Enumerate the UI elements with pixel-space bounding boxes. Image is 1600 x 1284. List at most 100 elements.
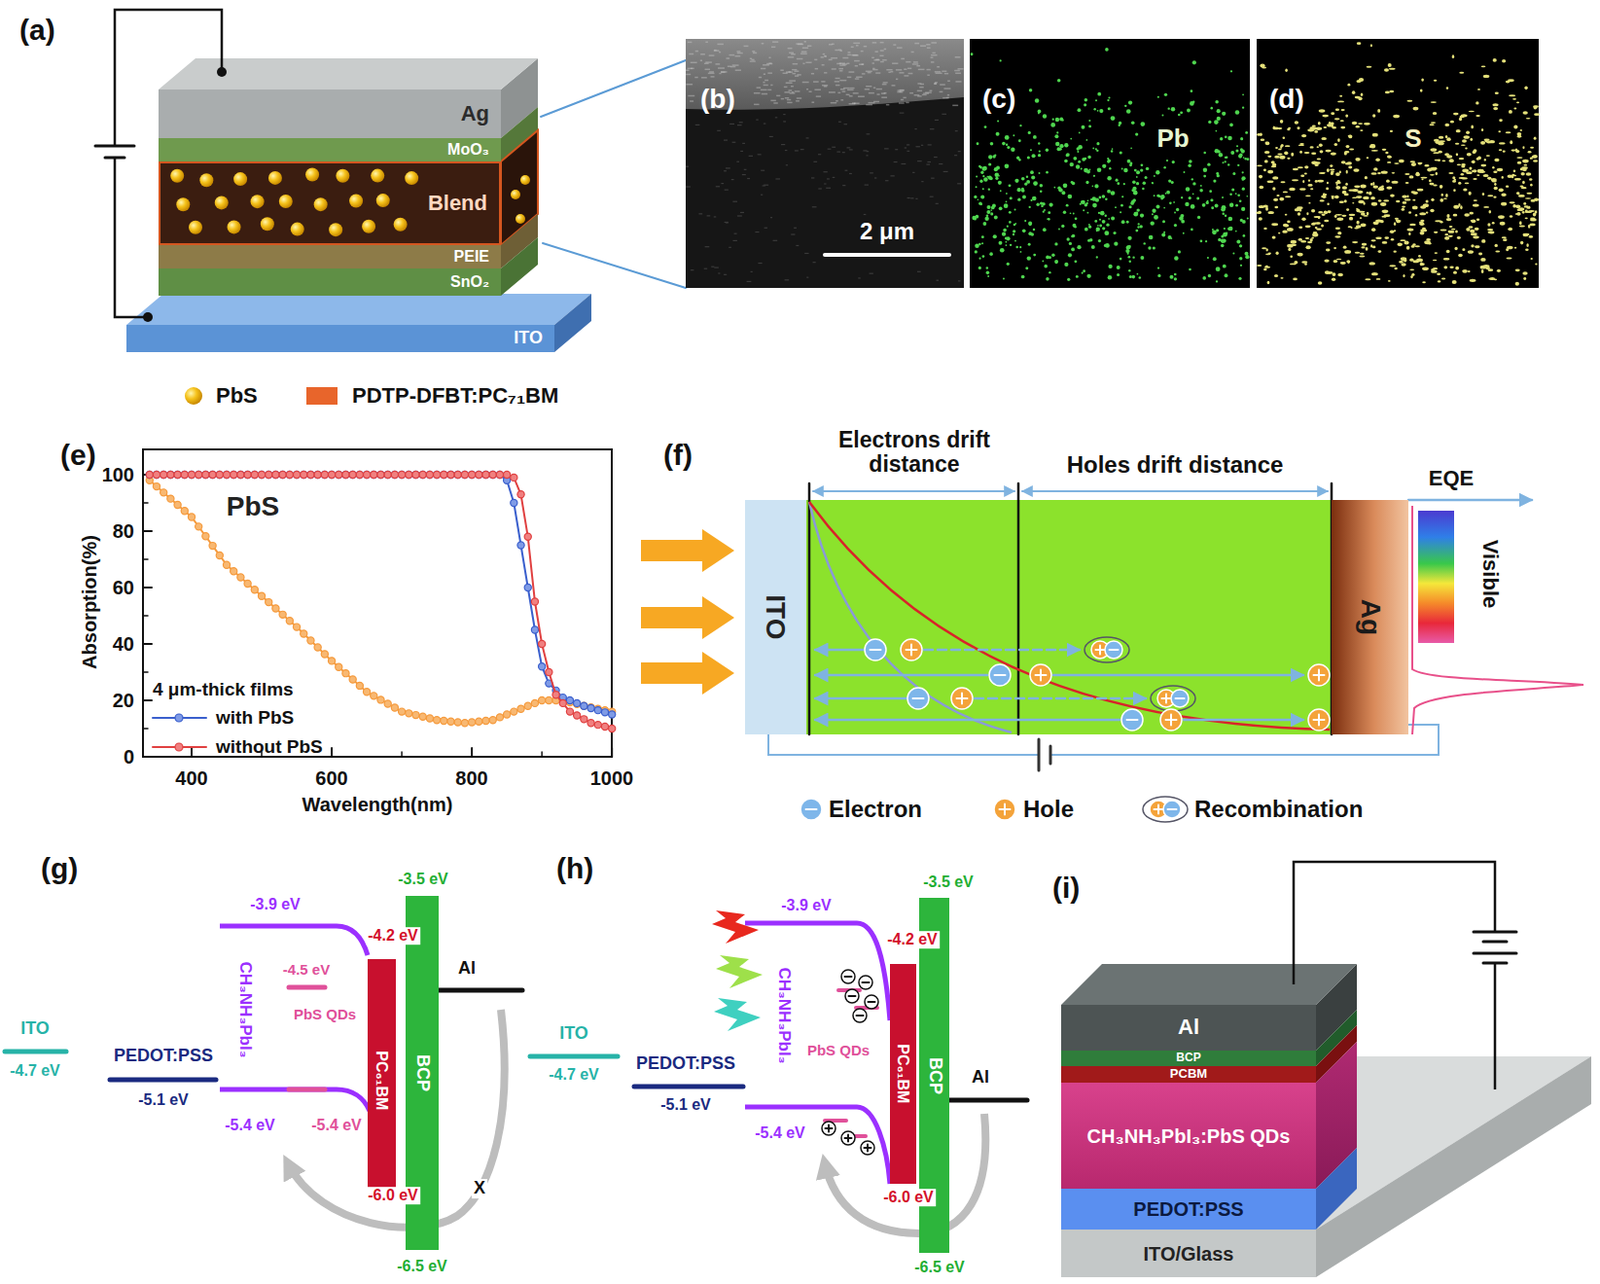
eds-dot [1462,187,1467,191]
eds-dot [1006,262,1010,266]
eds-dot [1446,217,1453,221]
eds-dot [1529,156,1533,159]
eds-dot [1423,240,1431,245]
eds-dot [1097,92,1102,97]
eds-dot [1129,163,1133,167]
data-marker [412,470,420,478]
eds-dot [1103,230,1109,236]
eds-dot [1069,138,1072,141]
data-marker [160,470,168,478]
eds-dot [1296,126,1300,130]
eds-dot [1031,153,1036,158]
eds-dot [1021,188,1026,193]
eds-dot [1149,220,1154,225]
sem-texture [817,153,821,155]
eds-dot [1483,174,1490,178]
eds-dot [1051,253,1055,257]
eds-dot [1032,135,1037,140]
eds-dot [1215,280,1218,283]
sem-texture [907,197,911,199]
eds-dot [1480,141,1486,145]
eds-dot [1358,211,1366,214]
eds-dot [1395,218,1400,221]
sem-texture [895,78,898,81]
eds-dot [1373,167,1379,171]
eds-dot [1488,268,1494,272]
eds-dot [1476,218,1480,221]
sem-texture [744,45,749,48]
eds-dot [1460,163,1466,167]
sem-texture [760,89,768,92]
eds-dot [1218,152,1223,157]
eds-dot [1076,245,1081,249]
eds-dot [1148,235,1154,241]
eds-dot [1458,157,1465,160]
eds-dot [1420,88,1423,92]
sem-texture [775,177,781,179]
eds-dot [1330,171,1334,176]
data-marker [468,718,476,726]
eds-dot [1450,120,1455,124]
sem-texture [816,95,821,98]
eds-dot [999,248,1005,253]
sem-texture [726,57,731,60]
sem-texture [742,174,747,176]
eds-dot [1449,225,1454,228]
eds-dot [1481,128,1484,132]
data-marker [320,650,328,658]
eds-dot [1288,187,1295,191]
sem-texture [728,54,735,57]
sem-texture [737,52,744,55]
sem-texture [881,96,888,99]
eds-dot [1190,204,1196,210]
data-marker [202,533,210,540]
eds-dot [1087,155,1091,159]
sem-texture [806,88,809,91]
eds-dot [1459,205,1462,210]
data-marker [377,470,385,478]
data-marker [160,489,168,497]
eds-dot [1315,127,1322,131]
sem-texture [762,184,766,186]
eds-dot [993,234,997,239]
eds-dot [1209,106,1213,110]
eds-dot [1434,159,1440,162]
eds-dot [1212,179,1216,183]
sem-texture [698,213,703,214]
ito-side-face [554,293,592,353]
sem-texture [886,69,892,72]
data-marker [397,470,405,478]
sem-texture [794,149,799,151]
eds-dot [1005,200,1008,203]
eds-dot [1483,74,1491,78]
eds-dot [1242,178,1245,181]
sem-texture [811,101,815,104]
eds-dot [1420,262,1425,266]
sem-texture [915,145,920,147]
eds-dot [1030,148,1032,151]
eds-dot [1021,275,1026,280]
sem-texture [700,53,706,56]
axis-tick [142,501,148,504]
data-marker [174,500,181,508]
ag-top-face [158,58,538,90]
sem-texture [930,54,937,57]
sem-texture [813,261,817,263]
sem-texture [917,90,923,93]
eds-dot [1004,244,1007,247]
eds-dot [1339,95,1343,98]
eds-dot [1189,101,1195,107]
eds-dot [1359,183,1366,188]
sem-texture [846,94,851,97]
sem-texture [954,70,960,72]
eds-dot [1340,126,1346,130]
data-marker [426,714,433,722]
eds-dot [1284,213,1288,216]
eds-dot [1513,125,1518,130]
sem-texture [910,197,914,199]
data-marker [419,470,427,478]
eds-dot [1304,165,1309,169]
sem-texture [883,81,889,84]
eds-dot [1321,213,1326,216]
eds-dot [1277,152,1282,155]
